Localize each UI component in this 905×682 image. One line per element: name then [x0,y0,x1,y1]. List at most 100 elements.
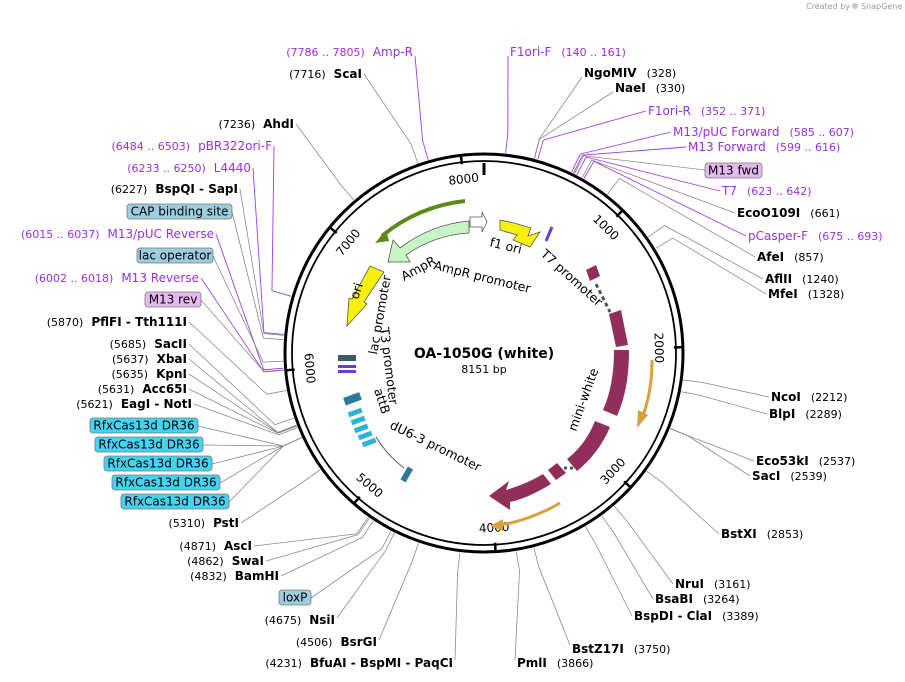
primer-name: M13 Forward [688,140,766,154]
leader-line [231,211,284,340]
restriction-site-label[interactable]: NaeI(330) [615,81,685,95]
primer-label[interactable]: M13 Forward(599 .. 616) [688,140,840,154]
primer-label[interactable]: M13/pUC Forward(585 .. 607) [673,125,854,139]
f1-ori-feature[interactable] [499,219,541,248]
primer-range: (6233 .. 6250) [127,162,206,175]
restriction-site-label[interactable]: Eco53kI(2537) [756,454,855,468]
feature-box[interactable] [111,474,221,491]
feature-box[interactable] [126,203,233,220]
restriction-site-label[interactable]: (4231)BfuAI - BspMI - PaqCI [265,656,453,670]
feature-box[interactable] [704,162,763,179]
primer-label[interactable]: (6233 .. 6250)L4440 [127,161,251,175]
primer-label[interactable]: (6015 .. 6037)M13/pUC Reverse [21,227,214,241]
restriction-site-label[interactable]: (5870)PflFI - Tth111I [47,315,187,329]
restriction-site-label[interactable]: (5637)XbaI [112,352,187,366]
enzyme-name: KpnI [156,367,187,381]
restriction-site-label[interactable]: NruI(3161) [675,577,751,591]
primer-label[interactable]: T7(623 .. 642) [721,184,812,198]
restriction-site-label[interactable]: BspDI - ClaI(3389) [634,609,759,623]
leader-line [454,552,461,661]
restriction-site-label[interactable]: BstZ17I(3750) [572,642,670,656]
restriction-site-label[interactable]: AfeI(857) [757,250,824,264]
restriction-site-label[interactable]: (5685) SacII [110,337,187,351]
site-position: (1240) [802,273,839,286]
leader-line [607,177,756,258]
ampr-feature[interactable] [387,220,470,263]
leader-line [670,428,755,462]
restriction-site-label[interactable]: MfeI(1328) [768,287,844,301]
primer-label[interactable]: (6002 .. 6018)M13 Reverse [35,271,199,285]
enzyme-name: PmlI [517,656,547,670]
leader-line [219,437,302,484]
feature-box[interactable] [120,493,230,510]
site-position: (2539) [790,470,827,483]
primer-name: T7 [721,184,737,198]
enzyme-name: NsiI [309,613,335,627]
mini-white-feature[interactable] [489,265,629,510]
primer-label[interactable]: pCasper-F(675 .. 693) [748,229,883,243]
leader-line [295,123,354,201]
restriction-site-label[interactable]: NgoMIV(328) [584,66,676,80]
feature-box[interactable] [94,436,204,453]
primer-label[interactable]: F1ori-F(140 .. 161) [510,45,626,59]
enzyme-name: EagI - NotI [121,397,192,411]
ori-feature[interactable] [346,265,385,328]
feature-box[interactable] [278,589,312,606]
restriction-site-label[interactable]: AflII(1240) [765,272,839,286]
site-position: (5631) [98,383,135,396]
restriction-site-label[interactable]: BstXI(2853) [721,527,803,541]
enzyme-name: PflFI - Tth111I [91,315,187,329]
restriction-site-label[interactable]: (4871)AscI [179,539,252,553]
enzyme-name: NcoI [771,390,801,404]
primer-range: (675 .. 693) [818,230,883,243]
leader-line [571,131,672,173]
restriction-site-label[interactable]: NcoI(2212) [771,390,847,404]
restriction-site-label[interactable]: (4675)NsiI [265,613,335,627]
feature-box[interactable] [136,247,214,264]
restriction-site-label[interactable]: (4506)BsrGI [296,635,377,649]
restriction-site-label[interactable]: (5631)Acc65I [98,382,187,396]
site-position: (5685) [110,338,147,351]
scale-tick-mark [615,208,625,218]
primer-name: F1ori-F [510,45,551,59]
restriction-site-label[interactable]: (6227)BspQI - SapI [111,182,238,196]
site-position: (330) [656,82,686,95]
leader-line [240,469,321,524]
site-position: (5310) [168,517,205,530]
leader-line [537,110,647,160]
feature-box[interactable] [103,455,213,472]
feature-box-label: RfxCas13d DR36 [107,457,208,471]
feature-box[interactable] [89,417,199,434]
restriction-site-label[interactable]: (4832)BamHI [190,569,279,583]
restriction-site-label[interactable]: (7716)ScaI [289,67,362,81]
site-position: (5637) [112,353,149,366]
primer-label[interactable]: F1ori-R(352 .. 371) [648,104,765,118]
primer-name: M13 Reverse [121,271,199,285]
site-position: (4871) [179,540,216,553]
restriction-site-label[interactable]: BsaBI(3264) [655,592,740,606]
site-position: (857) [794,251,824,264]
leader-line [252,167,284,335]
scale-tick-label: 5000 [353,470,385,501]
leader-line [573,146,687,174]
leader-line [655,237,767,295]
restriction-site-label[interactable]: PmlI(3866) [517,656,593,670]
restriction-site-label[interactable]: (4862)SwaI [187,554,264,568]
restriction-site-label[interactable]: (5635)KpnI [112,367,187,381]
enzyme-name: PstI [213,516,239,530]
restriction-site-label[interactable]: BlpI(2289) [769,407,842,421]
primer-label[interactable]: (7786 .. 7805)Amp-R [286,45,413,59]
leader-line [670,428,751,477]
restriction-site-label[interactable]: EcoO109I(661) [737,206,840,220]
feature-box[interactable] [144,291,202,308]
leader-line [200,277,284,373]
primer-range: (585 .. 607) [790,126,855,139]
restriction-site-label[interactable]: (7236)AhdI [219,117,294,131]
primer-name: M13/pUC Reverse [108,227,215,241]
restriction-site-label[interactable]: (5621)EagI - NotI [76,397,192,411]
restriction-site-label[interactable]: SacI(2539) [752,469,827,483]
restriction-site-label[interactable]: (5310) PstI [168,516,239,530]
primer-name: Amp-R [373,45,413,59]
primer-label[interactable]: (6484 .. 6503)pBR322ori-F [112,139,273,153]
enzyme-name: SacII [154,337,187,351]
